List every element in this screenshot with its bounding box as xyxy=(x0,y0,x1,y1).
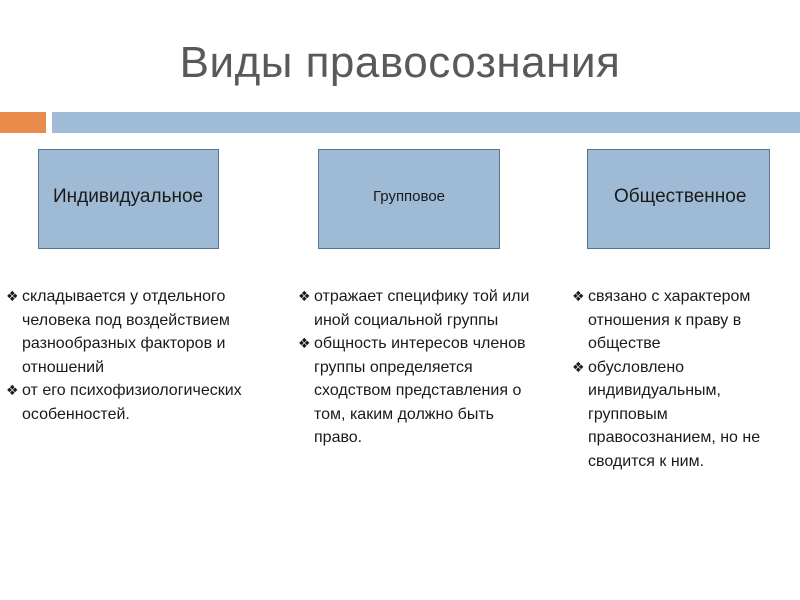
list-item: ❖ связано с характером отношения к праву… xyxy=(572,285,782,356)
box-group-label: Групповое xyxy=(372,188,446,205)
bullet-icon: ❖ xyxy=(6,288,19,304)
list-item: ❖ от его психофизиологических особенност… xyxy=(6,379,251,426)
column-group: ❖ отражает специфику той или иной социал… xyxy=(298,285,538,450)
list-item: ❖ обусловлено индивидуальным, групповым … xyxy=(572,356,782,474)
list-item-text: общность интересов членов группы определ… xyxy=(314,335,526,446)
list-item-text: складывается у отдельного человека под в… xyxy=(22,288,230,376)
list-item-text: обусловлено индивидуальным, групповым пр… xyxy=(588,358,761,470)
box-individual: Индивидуальное xyxy=(38,149,219,249)
box-social-label: Общественное xyxy=(614,186,747,207)
slide-title: Виды правосознания xyxy=(179,38,621,87)
box-group: Групповое xyxy=(318,149,500,249)
box-social: Общественное xyxy=(587,149,770,249)
list-item-text: от его психофизиологических особенностей… xyxy=(22,382,242,423)
bullet-icon: ❖ xyxy=(298,335,311,351)
accent-bar-orange xyxy=(0,112,46,133)
list-item-text: отражает специфику той или иной социальн… xyxy=(314,288,530,329)
bullet-icon: ❖ xyxy=(6,382,19,398)
column-social: ❖ связано с характером отношения к праву… xyxy=(572,285,782,473)
box-individual-label: Индивидуальное xyxy=(53,186,204,207)
accent-bar-blue xyxy=(52,112,800,133)
list-item-text: связано с характером отношения к праву в… xyxy=(588,288,751,352)
list-item: ❖ отражает специфику той или иной социал… xyxy=(298,285,538,332)
bullet-icon: ❖ xyxy=(572,358,585,375)
column-individual: ❖ складывается у отдельного человека под… xyxy=(6,285,251,426)
list-item: ❖ складывается у отдельного человека под… xyxy=(6,285,251,379)
list-item: ❖ общность интересов членов группы опред… xyxy=(298,332,538,450)
bullet-icon: ❖ xyxy=(298,288,311,304)
bullet-icon: ❖ xyxy=(572,288,585,304)
